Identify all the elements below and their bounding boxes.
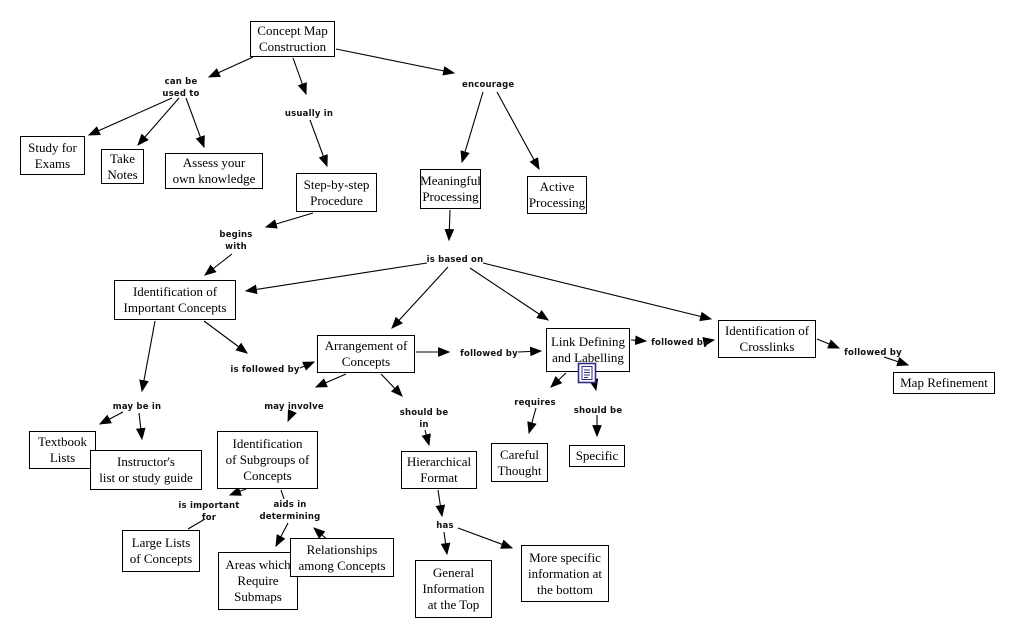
- node-arrangement-of-concepts[interactable]: Arrangement of Concepts: [317, 335, 415, 373]
- link-label-encourage[interactable]: encourage: [462, 80, 515, 90]
- node-general-information-top[interactable]: General Information at the Top: [415, 560, 492, 618]
- node-specific[interactable]: Specific: [569, 445, 625, 467]
- link-label-aids-in-determining[interactable]: aids in determining: [259, 500, 321, 522]
- link-label-has[interactable]: has: [436, 521, 454, 531]
- node-careful-thought[interactable]: Careful Thought: [491, 443, 548, 482]
- node-textbook-lists[interactable]: Textbook Lists: [29, 431, 96, 469]
- node-more-specific-bottom[interactable]: More specific information at the bottom: [521, 545, 609, 602]
- node-relationships-among-concepts[interactable]: Relationships among Concepts: [290, 538, 394, 577]
- link-label-should-be[interactable]: should be: [573, 406, 623, 416]
- document-resource-icon[interactable]: [577, 362, 598, 390]
- link-label-usually-in[interactable]: usually in: [284, 109, 334, 119]
- node-meaningful-processing[interactable]: Meaningful Processing: [420, 169, 481, 209]
- link-label-followed-by-2[interactable]: followed by: [651, 338, 709, 348]
- link-label-is-important-for[interactable]: is important for: [178, 501, 240, 523]
- link-label-requires[interactable]: requires: [514, 398, 556, 408]
- node-hierarchical-format[interactable]: Hierarchical Format: [401, 451, 477, 489]
- link-label-should-be-in[interactable]: should be in: [399, 408, 449, 430]
- node-concept-map-construction[interactable]: Concept Map Construction: [250, 21, 335, 57]
- node-identification-of-crosslinks[interactable]: Identification of Crosslinks: [718, 320, 816, 358]
- link-label-is-followed-by[interactable]: is followed by: [230, 365, 300, 375]
- link-label-is-based-on[interactable]: is based on: [426, 255, 484, 265]
- node-active-processing[interactable]: Active Processing: [527, 176, 587, 214]
- node-assess-own-knowledge[interactable]: Assess your own knowledge: [165, 153, 263, 189]
- node-take-notes[interactable]: Take Notes: [101, 149, 144, 184]
- node-identification-important-concepts[interactable]: Identification of Important Concepts: [114, 280, 236, 320]
- link-label-followed-by-1[interactable]: followed by: [460, 349, 518, 359]
- node-large-lists-concepts[interactable]: Large Lists of Concepts: [122, 530, 200, 572]
- node-step-by-step-procedure[interactable]: Step-by-step Procedure: [296, 173, 377, 212]
- link-label-may-be-in[interactable]: may be in: [112, 402, 162, 412]
- link-label-followed-by-3[interactable]: followed by: [844, 348, 902, 358]
- node-instructors-list[interactable]: Instructor's list or study guide: [90, 450, 202, 490]
- node-identification-subgroups[interactable]: Identification of Subgroups of Concepts: [217, 431, 318, 489]
- node-study-for-exams[interactable]: Study for Exams: [20, 136, 85, 175]
- link-label-may-involve[interactable]: may involve: [264, 402, 324, 412]
- node-map-refinement[interactable]: Map Refinement: [893, 372, 995, 394]
- link-label-begins-with[interactable]: begins with: [219, 230, 253, 252]
- node-areas-require-submaps[interactable]: Areas which Require Submaps: [218, 552, 298, 610]
- link-label-can-be-used-to[interactable]: can be used to: [162, 77, 200, 99]
